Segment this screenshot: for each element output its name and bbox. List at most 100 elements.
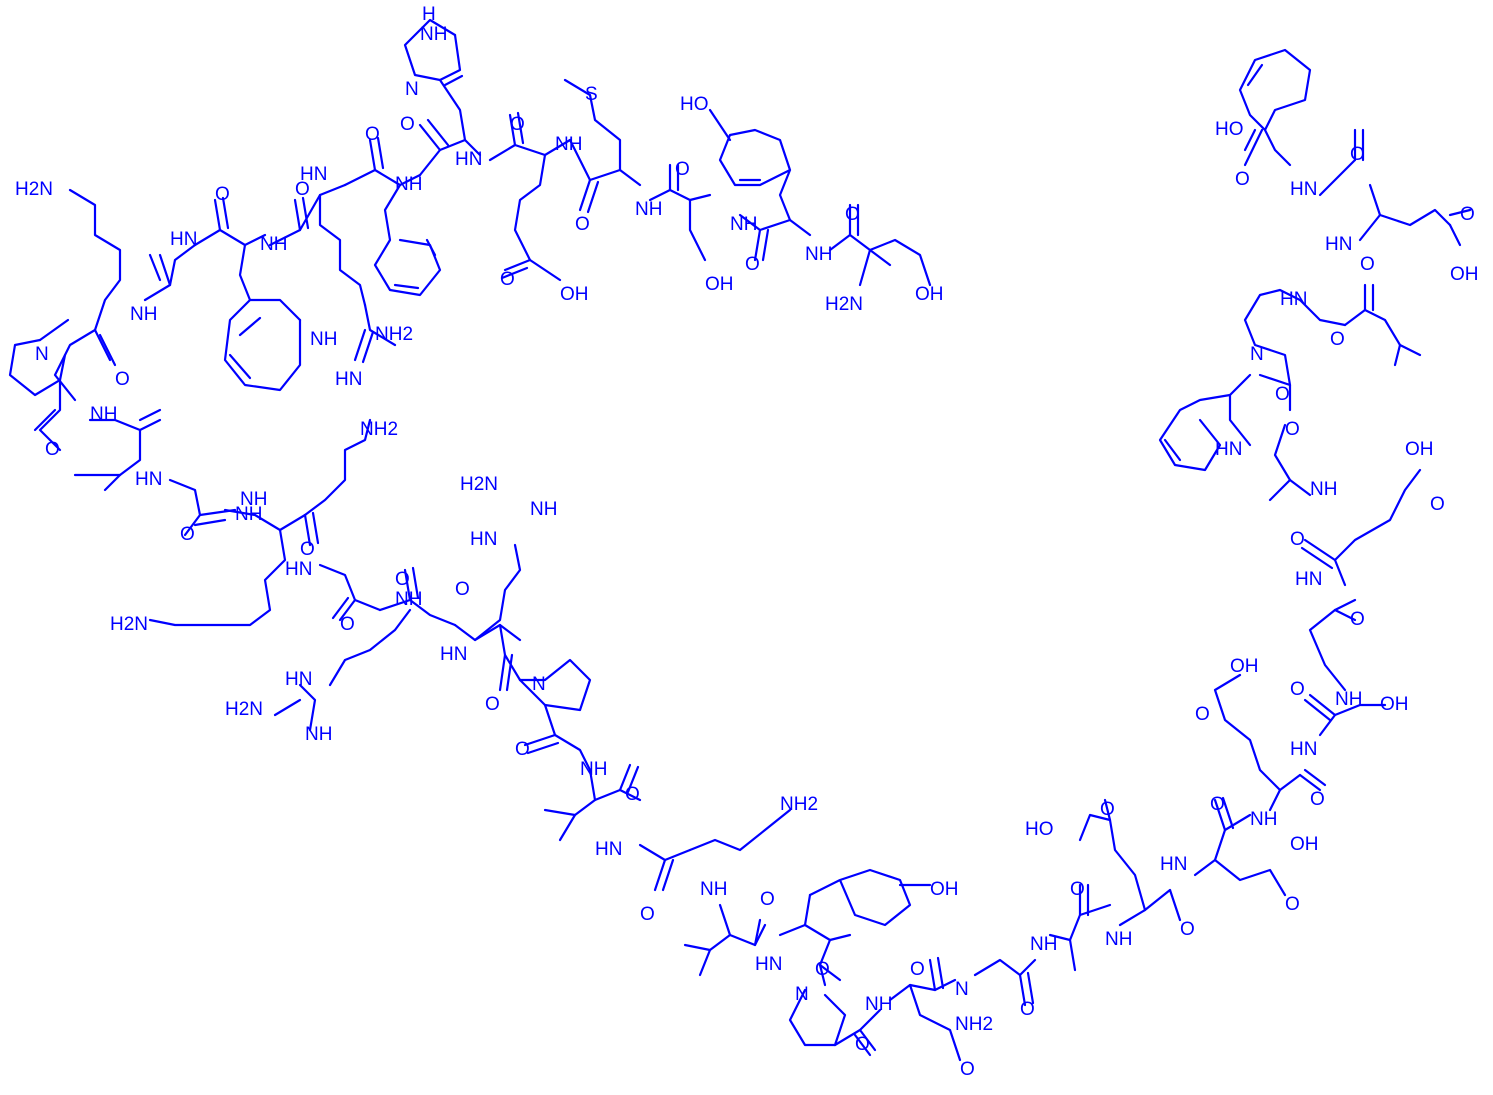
atom-label-nh: NH — [700, 879, 727, 900]
atom-label-nh: NH — [1335, 689, 1362, 710]
atom-label-h2n: H2N — [460, 474, 498, 495]
atom-label-hn: HN — [595, 839, 622, 860]
atom-label-n: N — [405, 79, 419, 100]
atom-label-nh2: NH2 — [780, 794, 818, 815]
atom-label-ho: HO — [1215, 119, 1244, 140]
atom-label-n: N — [35, 344, 49, 365]
atom-label-o: O — [815, 959, 830, 980]
atom-label-o: O — [365, 124, 380, 145]
atom-label-nh: NH — [865, 994, 892, 1015]
atom-label-nh: NH — [395, 589, 422, 610]
atom-label-h: H — [422, 4, 436, 25]
atom-label-o: O — [45, 439, 60, 460]
atom-label-oh: OH — [1290, 834, 1319, 855]
atom-label-h2n: H2N — [225, 699, 263, 720]
atom-label-o: O — [1195, 704, 1210, 725]
atom-label-o: O — [625, 784, 640, 805]
atom-label-s: S — [585, 84, 598, 105]
atom-label-o: O — [1100, 799, 1115, 820]
atom-label-o: O — [1360, 254, 1375, 275]
atom-label-o: O — [1285, 894, 1300, 915]
atom-label-o: O — [1285, 419, 1300, 440]
atom-label-hn: HN — [1325, 234, 1352, 255]
atom-label-o: O — [1235, 169, 1250, 190]
atom-label-o: O — [1275, 384, 1290, 405]
atom-label-nh: NH — [90, 404, 117, 425]
atom-label-o: O — [395, 569, 410, 590]
atom-label-nh2: NH2 — [375, 324, 413, 345]
atom-label-o: O — [500, 269, 515, 290]
atom-label-ho: HO — [1025, 819, 1054, 840]
atom-label-h2n: H2N — [825, 294, 863, 315]
atom-label-n: N — [1250, 344, 1264, 365]
atom-label-oh: OH — [1380, 694, 1409, 715]
atom-label-o: O — [845, 204, 860, 225]
atom-label-o: O — [485, 694, 500, 715]
atom-label-nh: NH — [1250, 809, 1277, 830]
atom-label-h2n: H2N — [15, 179, 53, 200]
atom-label-o: O — [760, 889, 775, 910]
atom-label-n: N — [795, 984, 809, 1005]
atom-label-hn: HN — [470, 529, 497, 550]
atom-label-nh: NH — [240, 489, 267, 510]
atom-label-nh: NH — [530, 499, 557, 520]
atom-label-nh: NH — [730, 214, 757, 235]
atom-label-hn: HN — [1290, 179, 1317, 200]
atom-label-nh2: NH2 — [955, 1014, 993, 1035]
atom-label-hn: HN — [1280, 289, 1307, 310]
atom-label-o: O — [1460, 204, 1475, 225]
atom-label-o: O — [115, 369, 130, 390]
atom-label-nh: NH — [580, 759, 607, 780]
atom-label-nh: NH — [1105, 929, 1132, 950]
atom-label-hn: HN — [755, 954, 782, 975]
atom-label-n: N — [532, 674, 546, 695]
atom-label-hn: HN — [455, 149, 482, 170]
atom-label-o: O — [575, 214, 590, 235]
atom-label-o: O — [1330, 329, 1345, 350]
atom-label-oh: OH — [915, 284, 944, 305]
atom-label-o: O — [510, 114, 525, 135]
atom-label-o: O — [455, 579, 470, 600]
atom-label-o: O — [1350, 144, 1365, 165]
atom-label-nh: NH — [1030, 934, 1057, 955]
atom-label-o: O — [855, 1034, 870, 1055]
atom-label-ho: HO — [680, 94, 709, 115]
atom-label-o: O — [1180, 919, 1195, 940]
atom-label-hn: HN — [440, 644, 467, 665]
atom-label-nh: NH — [1310, 479, 1337, 500]
atom-label-o: O — [1350, 609, 1365, 630]
atom-label-o: O — [960, 1059, 975, 1080]
atom-label-o: O — [295, 179, 310, 200]
atom-label-oh: OH — [705, 274, 734, 295]
atom-label-nh: NH — [130, 304, 157, 325]
atom-label-hn: HN — [285, 559, 312, 580]
atom-label-oh: OH — [930, 879, 959, 900]
atom-label-hn: HN — [285, 669, 312, 690]
atom-label-o: O — [300, 539, 315, 560]
atom-label-o: O — [340, 614, 355, 635]
atom-label-oh: OH — [1405, 439, 1434, 460]
atom-label-nh: NH — [305, 724, 332, 745]
atom-label-hn: HN — [135, 469, 162, 490]
atom-label-oh: OH — [560, 284, 589, 305]
atom-label-o: O — [515, 739, 530, 760]
atom-label-o: O — [675, 159, 690, 180]
atom-label-o: O — [215, 184, 230, 205]
atom-label-o: O — [1290, 679, 1305, 700]
atom-label-nh: NH — [235, 504, 262, 525]
atom-label-nh: NH — [310, 329, 337, 350]
atom-label-nh: NH — [805, 244, 832, 265]
atom-label-nh: NH — [555, 134, 582, 155]
atom-label-n: N — [955, 979, 969, 1000]
atom-label-hn: HN — [170, 229, 197, 250]
atom-label-nh: NH — [635, 199, 662, 220]
atom-label-hn: HN — [1160, 854, 1187, 875]
atom-label-oh: OH — [1450, 264, 1479, 285]
atom-label-o: O — [1290, 529, 1305, 550]
atom-label-o: O — [1070, 879, 1085, 900]
bond-layer — [8, 18, 1472, 1062]
atom-label-o: O — [400, 114, 415, 135]
